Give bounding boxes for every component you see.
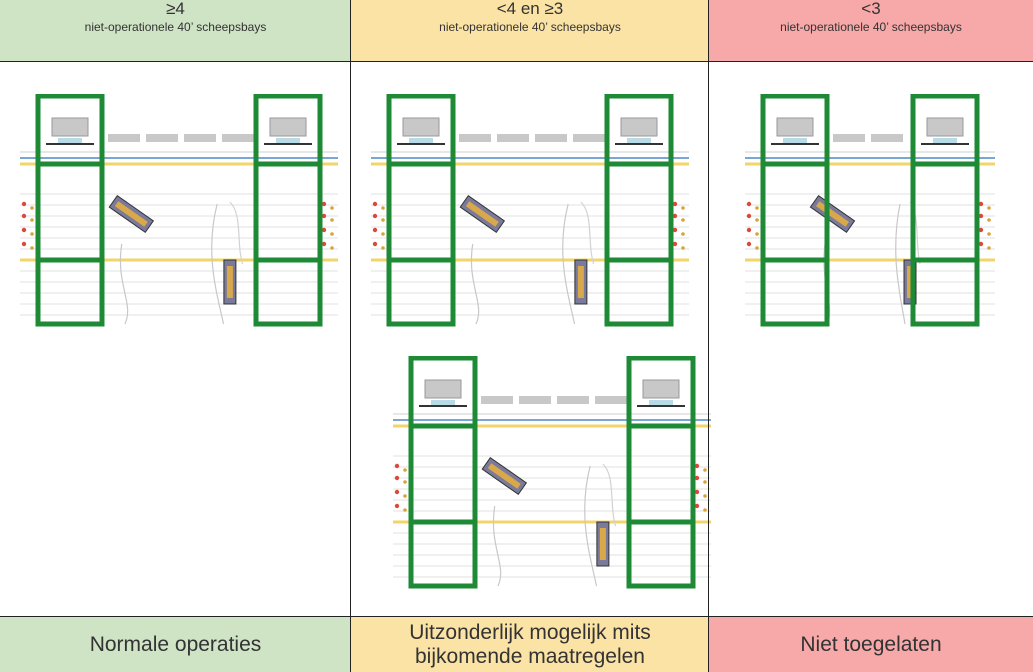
crane-frame [604, 94, 674, 327]
header-threshold: ≥4 [166, 0, 185, 18]
straddle-carrier [223, 259, 237, 305]
straddle-carrier [574, 259, 588, 305]
straddle-carrier [459, 194, 506, 234]
footer-normal: Normale operaties [0, 616, 351, 672]
crane-frame [35, 94, 105, 327]
column-exceptional: <4 en ≥3 niet-operationele 40’ scheepsba… [351, 0, 711, 672]
column-normal: ≥4 niet-operationele 40’ scheepsbays [0, 0, 351, 672]
column-not-allowed: <3 niet-operationele 40’ scheepsbays [709, 0, 1033, 672]
crane-layout-diagram [393, 356, 711, 590]
divider [708, 0, 709, 672]
crane-frame [253, 94, 323, 327]
header-normal: ≥4 niet-operationele 40’ scheepsbays [0, 0, 351, 62]
footer-label: Normale operaties [89, 632, 262, 656]
divider [350, 0, 351, 672]
header-exceptional: <4 en ≥3 niet-operationele 40’ scheepsba… [351, 0, 709, 62]
crane-frame [910, 94, 980, 327]
crane-layout-diagram [20, 94, 338, 328]
crane-layout-diagram [745, 94, 995, 328]
crane-layout-diagram [371, 94, 689, 328]
crane-frame [626, 356, 696, 589]
crane-frame [760, 94, 830, 327]
footer-not-allowed: Niet toegelaten [709, 616, 1033, 672]
straddle-carrier [481, 456, 528, 496]
footer-label-line-1: Uitzonderlijk mogelijk mits [409, 621, 651, 644]
straddle-carrier [596, 521, 610, 567]
footer-label: Niet toegelaten [800, 632, 942, 656]
footer-exceptional: Uitzonderlijk mogelijk mits bijkomende m… [351, 616, 709, 672]
header-subtitle: niet-operationele 40’ scheepsbays [84, 20, 267, 34]
footer-label-line-2: bijkomende maatregelen [415, 645, 645, 668]
straddle-carrier [108, 194, 155, 234]
header-subtitle: niet-operationele 40’ scheepsbays [780, 20, 962, 34]
header-threshold: <4 en ≥3 [496, 0, 564, 18]
crane-frame [386, 94, 456, 327]
header-subtitle: niet-operationele 40’ scheepsbays [439, 20, 621, 34]
header-not-allowed: <3 niet-operationele 40’ scheepsbays [709, 0, 1033, 62]
header-threshold: <3 [861, 0, 881, 18]
crane-frame [408, 356, 478, 589]
